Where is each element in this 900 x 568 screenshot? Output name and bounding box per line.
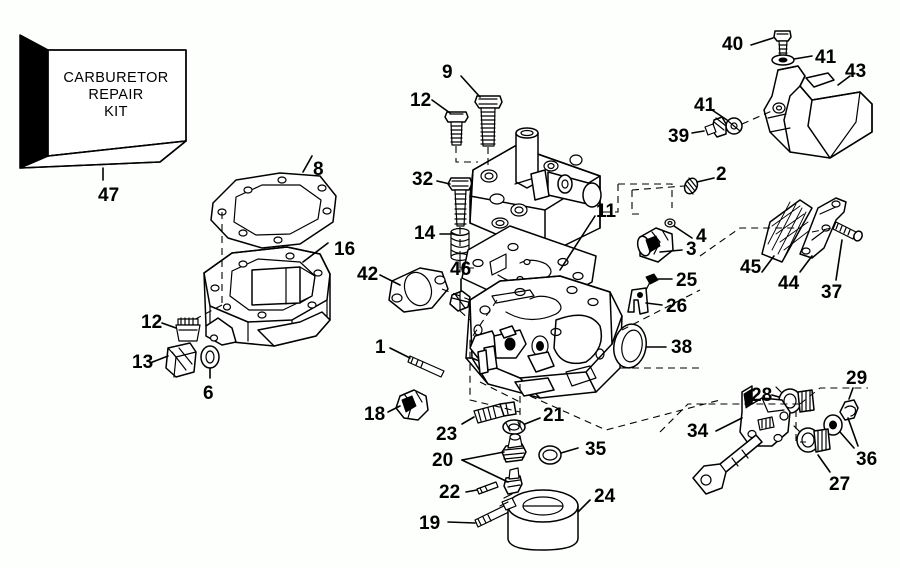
kit-line-3: KIT [104, 104, 128, 121]
part-25-clip [645, 273, 659, 291]
part-38-seal [613, 323, 647, 369]
part-29-retainer [839, 399, 859, 421]
part-13-plug [165, 342, 197, 378]
callout-26: 26 [666, 296, 688, 317]
part-20-needle-valve [501, 433, 527, 495]
part-34-throttle-lever [692, 385, 791, 495]
callout-41-top: 41 [815, 47, 837, 68]
callout-46: 46 [450, 259, 472, 280]
callout-9: 9 [442, 62, 453, 83]
part-41-washer-top [771, 54, 795, 66]
part-41-washer-lower [725, 117, 743, 135]
part-4-oring [664, 218, 676, 228]
part-37-screw [832, 221, 863, 242]
callout-19: 19 [419, 513, 441, 534]
callout-34: 34 [687, 421, 709, 442]
part-12-screw-top [444, 111, 469, 146]
part-27-spring [793, 425, 831, 453]
callout-12-top: 12 [410, 90, 432, 111]
callout-40: 40 [722, 34, 744, 55]
part-43-cover [763, 65, 873, 159]
part-23-jet [473, 401, 517, 424]
part-42-flange-gasket [388, 267, 449, 313]
callout-21: 21 [543, 405, 565, 426]
part-45-screen [761, 199, 813, 263]
callout-43: 43 [845, 61, 867, 82]
callout-36: 36 [856, 449, 878, 470]
kit-line-1: CARBURETOR [63, 70, 169, 86]
callout-18: 18 [364, 404, 386, 425]
part-24-float [499, 489, 579, 551]
part-44-lever [799, 197, 847, 259]
callout-44: 44 [778, 273, 800, 294]
callout-38: 38 [671, 337, 693, 358]
callout-2: 2 [716, 164, 727, 185]
callout-3: 3 [686, 239, 697, 260]
callout-41-lower: 41 [694, 95, 716, 116]
part-3-fitting [636, 227, 674, 263]
part-46-nut [449, 290, 471, 312]
callout-35: 35 [585, 439, 607, 460]
callout-29: 29 [846, 368, 868, 389]
callout-24: 24 [594, 486, 616, 507]
part-21-washer [502, 419, 526, 435]
part-2-screw [683, 177, 699, 195]
part-1-pin [407, 355, 445, 378]
kit-line-2: REPAIR [88, 87, 144, 104]
callout-37: 37 [821, 282, 843, 303]
callout-47: 47 [98, 185, 120, 206]
part-26-bracket [627, 287, 649, 315]
callout-32: 32 [412, 169, 434, 190]
callout-14: 14 [414, 223, 436, 244]
part-22-pin [476, 481, 499, 495]
callout-12-left: 12 [141, 312, 163, 333]
callout-6: 6 [203, 383, 214, 404]
part-6-oring [200, 345, 220, 369]
callout-11: 11 [596, 201, 617, 222]
part-39-screw [704, 116, 727, 138]
carburetor-top-cover-assembly [469, 127, 602, 256]
callout-28: 28 [751, 385, 773, 406]
part-32-screw [447, 177, 473, 227]
carburetor-main-body [465, 275, 623, 399]
carburetor-repair-kit-box [19, 34, 187, 169]
part-16-intake-manifold [203, 246, 331, 347]
part-40-screw [773, 30, 792, 57]
callout-22: 22 [439, 482, 461, 503]
callout-20: 20 [432, 450, 454, 471]
callout-13: 13 [132, 352, 154, 373]
callout-25: 25 [676, 270, 698, 291]
part-12-screw-left [175, 317, 201, 342]
callout-8: 8 [313, 159, 324, 180]
part-8-gasket [210, 172, 337, 249]
callout-27: 27 [829, 474, 851, 495]
callout-4: 4 [696, 226, 707, 247]
callout-16: 16 [334, 239, 356, 260]
part-18-elbow [395, 389, 429, 421]
part-9-long-screw [474, 95, 503, 147]
callout-42: 42 [357, 264, 379, 285]
callout-45: 45 [740, 257, 762, 278]
callout-23: 23 [436, 424, 458, 445]
callout-39: 39 [668, 126, 690, 147]
callout-1: 1 [375, 337, 386, 358]
part-35-plug [538, 445, 562, 465]
